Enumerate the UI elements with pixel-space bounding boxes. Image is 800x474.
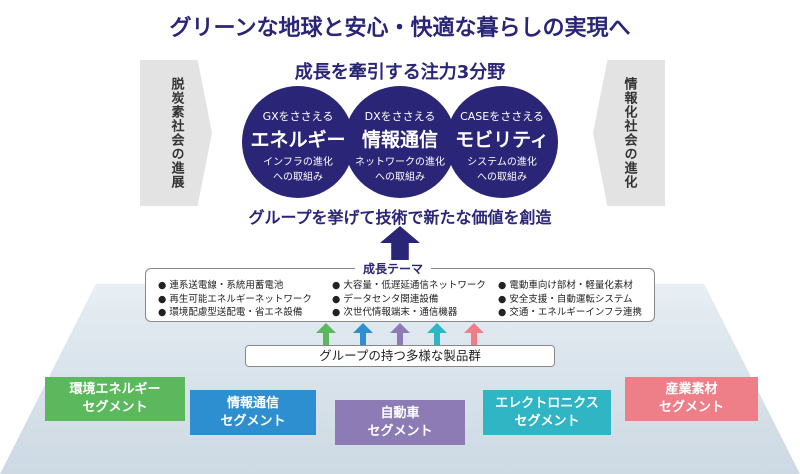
side-panel-left: 脱炭素社会の進展 <box>140 60 212 206</box>
arrow-up-icon <box>390 323 410 345</box>
arrow-up-icon <box>316 323 336 345</box>
theme-item: データセンタ関連設備 <box>332 293 486 307</box>
segment-suffix: セグメント <box>658 400 724 415</box>
circle-top: CASEをささえる <box>460 110 544 123</box>
segment-name: エレクトロニクス <box>495 395 599 411</box>
circle-main: モビリティ <box>455 129 549 151</box>
circle-line2: への取組み <box>375 172 425 183</box>
circle-line2: への取組み <box>273 172 323 183</box>
side-label-right: 情報化社会の進化 <box>621 77 637 189</box>
arrow-up-icon <box>353 323 373 345</box>
segment-name: 自動車 <box>380 405 420 421</box>
up-arrow-icon <box>380 226 420 260</box>
circle-top: GXをささえる <box>262 110 334 123</box>
group-statement: グループを挙げて技術で新たな価値を創造 <box>248 208 552 227</box>
page-title: グリーンな地球と安心・快適な暮らしの実現へ <box>169 16 631 41</box>
segment-name: 環境エネルギー <box>69 382 161 397</box>
subtitle: 成長を牽引する注力3分野 <box>294 62 506 83</box>
theme-item: 再生可能エネルギーネットワーク <box>158 293 312 307</box>
circle-line2: への取組み <box>477 172 527 183</box>
growth-themes-box: 連系送電線・系統用蓄電池 再生可能エネルギーネットワーク 環境配慮型送配電・省エ… <box>145 268 655 322</box>
product-group-label: グループの持つ多様な製品群 <box>245 345 555 367</box>
segment-suffix: セグメント <box>367 423 433 439</box>
segment-electronics: エレクトロニクスセグメント <box>483 390 611 435</box>
theme-item: 次世代情報端末・通信機器 <box>332 306 486 320</box>
segment-suffix: セグメント <box>82 400 148 415</box>
growth-themes-label: 成長テーマ <box>355 260 432 277</box>
segment-environment-energy: 環境エネルギーセグメント <box>45 377 185 421</box>
theme-item: 電動車向け部材・軽量化素材 <box>498 279 642 293</box>
segment-suffix: セグメント <box>220 413 286 429</box>
theme-item: 大容量・低遅延通信ネットワーク <box>332 279 486 293</box>
circle-main: エネルギー <box>250 129 346 151</box>
circle-line1: システムの進化 <box>467 157 537 168</box>
segment-name: 情報通信 <box>226 395 279 411</box>
theme-item: 連系送電線・系統用蓄電池 <box>158 279 312 293</box>
theme-column: 大容量・低遅延通信ネットワーク データセンタ関連設備 次世代情報端末・通信機器 <box>332 279 486 320</box>
circle-line1: インフラの進化 <box>263 157 333 168</box>
theme-item: 安全支援・自動運転システム <box>498 293 642 307</box>
circle-line1: ネットワークの進化 <box>355 157 445 168</box>
focus-circle-telecom: DXをささえる 情報通信 ネットワークの進化 への取組み <box>344 86 456 198</box>
circle-main: 情報通信 <box>361 129 438 151</box>
theme-column: 電動車向け部材・軽量化素材 安全支援・自動運転システム 交通・エネルギーインフラ… <box>498 279 642 320</box>
segment-automotive: 自動車セグメント <box>335 400 465 445</box>
theme-item: 環境配慮型送配電・省エネ設備 <box>158 306 312 320</box>
side-label-left: 脱炭素社会の進展 <box>168 77 184 189</box>
theme-column: 連系送電線・系統用蓄電池 再生可能エネルギーネットワーク 環境配慮型送配電・省エ… <box>158 279 312 320</box>
segment-telecom: 情報通信セグメント <box>190 390 316 435</box>
arrow-up-icon <box>427 323 447 345</box>
theme-item: 交通・エネルギーインフラ連携 <box>498 306 642 320</box>
focus-circle-mobility: CASEをささえる モビリティ システムの進化 への取組み <box>446 86 558 198</box>
segment-industrial-materials: 産業素材セグメント <box>625 377 758 421</box>
side-panel-right: 情報化社会の進化 <box>593 60 665 206</box>
arrow-up-icon <box>464 323 484 345</box>
circle-top: DXをささえる <box>364 110 436 123</box>
segment-suffix: セグメント <box>514 413 580 429</box>
focus-circle-energy: GXをささえる エネルギー インフラの進化 への取組み <box>242 86 354 198</box>
segment-name: 産業素材 <box>665 382 718 397</box>
